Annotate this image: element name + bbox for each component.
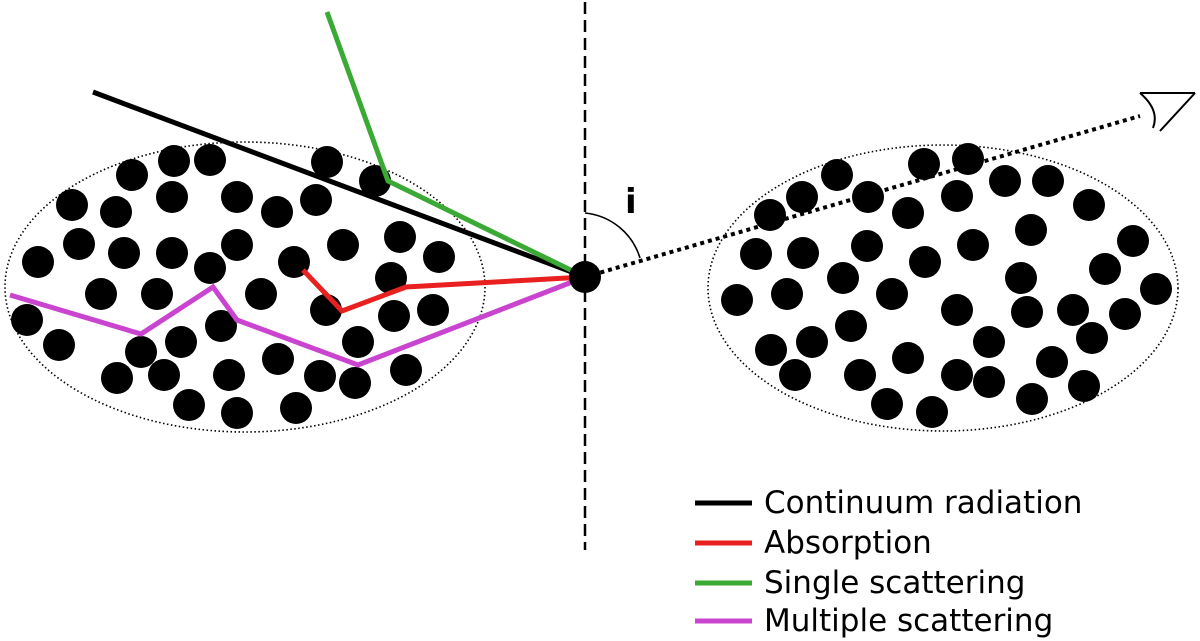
single-scattering-ray (324, 11, 587, 280)
left-cloud-particles (11, 144, 455, 429)
right-cloud-boundary (707, 144, 1179, 432)
right-cloud-particles (721, 143, 1172, 428)
legend: Continuum radiation Absorption Single sc… (695, 485, 1082, 639)
inclination-angle-arc (584, 212, 641, 259)
legend-label-continuum: Continuum radiation (764, 485, 1082, 521)
multiple-scattering-ray (9, 274, 586, 368)
legend-label-multiple-scattering: Multiple scattering (764, 603, 1053, 639)
continuum-radiation-ray (92, 89, 586, 280)
central-source (569, 261, 601, 293)
inclination-angle-label: i (625, 182, 637, 222)
left-cloud-boundary (4, 141, 486, 433)
legend-label-single-scattering: Single scattering (764, 565, 1025, 601)
absorption-ray (301, 268, 586, 314)
line-of-sight (584, 114, 1141, 279)
observer-eye-icon (1139, 92, 1196, 132)
legend-label-absorption: Absorption (764, 525, 932, 561)
